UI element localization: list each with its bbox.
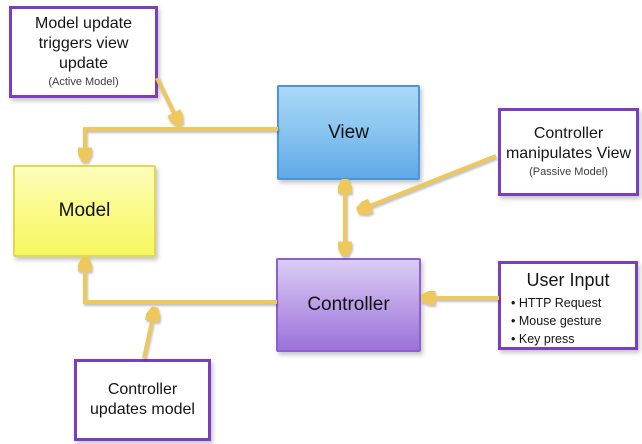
user-input-bullet: HTTP Request	[511, 294, 602, 312]
callout-user-input: User Input HTTP Request Mouse gesture Ke…	[498, 261, 638, 350]
callout-text: Controller manipulates View	[505, 125, 632, 163]
node-controller-label: Controller	[307, 294, 390, 315]
node-view: View	[277, 85, 420, 180]
callout-text: Controller updates model	[90, 381, 195, 418]
node-controller: Controller	[276, 258, 421, 352]
callout-note-passive-model: (Passive Model)	[529, 166, 608, 179]
user-input-bullet-list: HTTP Request Mouse gesture Key press	[505, 294, 602, 348]
user-input-bullet: Key press	[511, 330, 602, 348]
arrow-controller-to-model	[85, 262, 277, 304]
callout-model-update-triggers-view-update: Model update triggers view update (Activ…	[9, 6, 158, 98]
callout-note-active-model: (Active Model)	[48, 76, 119, 89]
callout-controller-updates-model: Controller updates model	[74, 359, 211, 441]
node-view-label: View	[328, 121, 369, 143]
arrow-view-update-to-model	[85, 127, 278, 157]
node-model: Model	[13, 165, 156, 257]
arrow-active-model-callout	[155, 77, 178, 121]
callout-controller-manipulates-view: Controller manipulates View (Passive Mod…	[498, 108, 639, 196]
arrow-controller-updates-model-callout	[142, 312, 154, 359]
node-model-label: Model	[58, 200, 111, 221]
callout-text: Model update triggers view update	[35, 15, 132, 73]
user-input-title: User Input	[526, 270, 610, 290]
user-input-bullet: Mouse gesture	[511, 312, 602, 330]
